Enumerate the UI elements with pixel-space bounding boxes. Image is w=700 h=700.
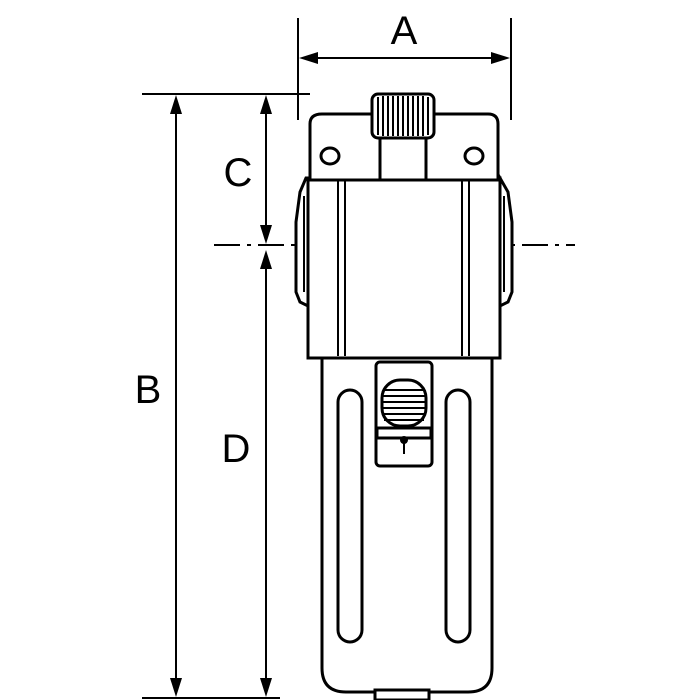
main-body xyxy=(306,176,502,360)
drain-stub xyxy=(373,688,431,700)
arrow-a-left xyxy=(299,52,318,64)
dimension-c: C xyxy=(224,95,272,244)
label-a: A xyxy=(391,9,418,53)
arrow-c-bottom xyxy=(260,225,272,244)
mounting-hole-left xyxy=(319,146,341,166)
arrow-d-top xyxy=(260,250,272,269)
sight-slot-left xyxy=(336,388,364,644)
dimension-d: D xyxy=(222,250,272,697)
dimension-b: B xyxy=(135,95,182,697)
sight-slot-right xyxy=(444,388,472,644)
label-d: D xyxy=(222,427,251,471)
drip-sight-dome xyxy=(374,360,434,468)
label-c: C xyxy=(224,151,253,195)
adjustment-knob xyxy=(370,92,436,140)
label-b: B xyxy=(135,368,162,412)
arrow-d-bottom xyxy=(260,678,272,697)
arrow-b-bottom xyxy=(170,678,182,697)
arrow-b-top xyxy=(170,95,182,114)
arrow-c-top xyxy=(260,95,272,114)
port-fitting-right xyxy=(498,172,514,309)
mounting-hole-right xyxy=(463,146,485,166)
arrow-a-right xyxy=(491,52,510,64)
adjustment-stem xyxy=(378,134,428,182)
port-fitting-left xyxy=(294,176,310,309)
dimension-a: A xyxy=(297,9,512,120)
lubricator-unit xyxy=(294,92,514,700)
